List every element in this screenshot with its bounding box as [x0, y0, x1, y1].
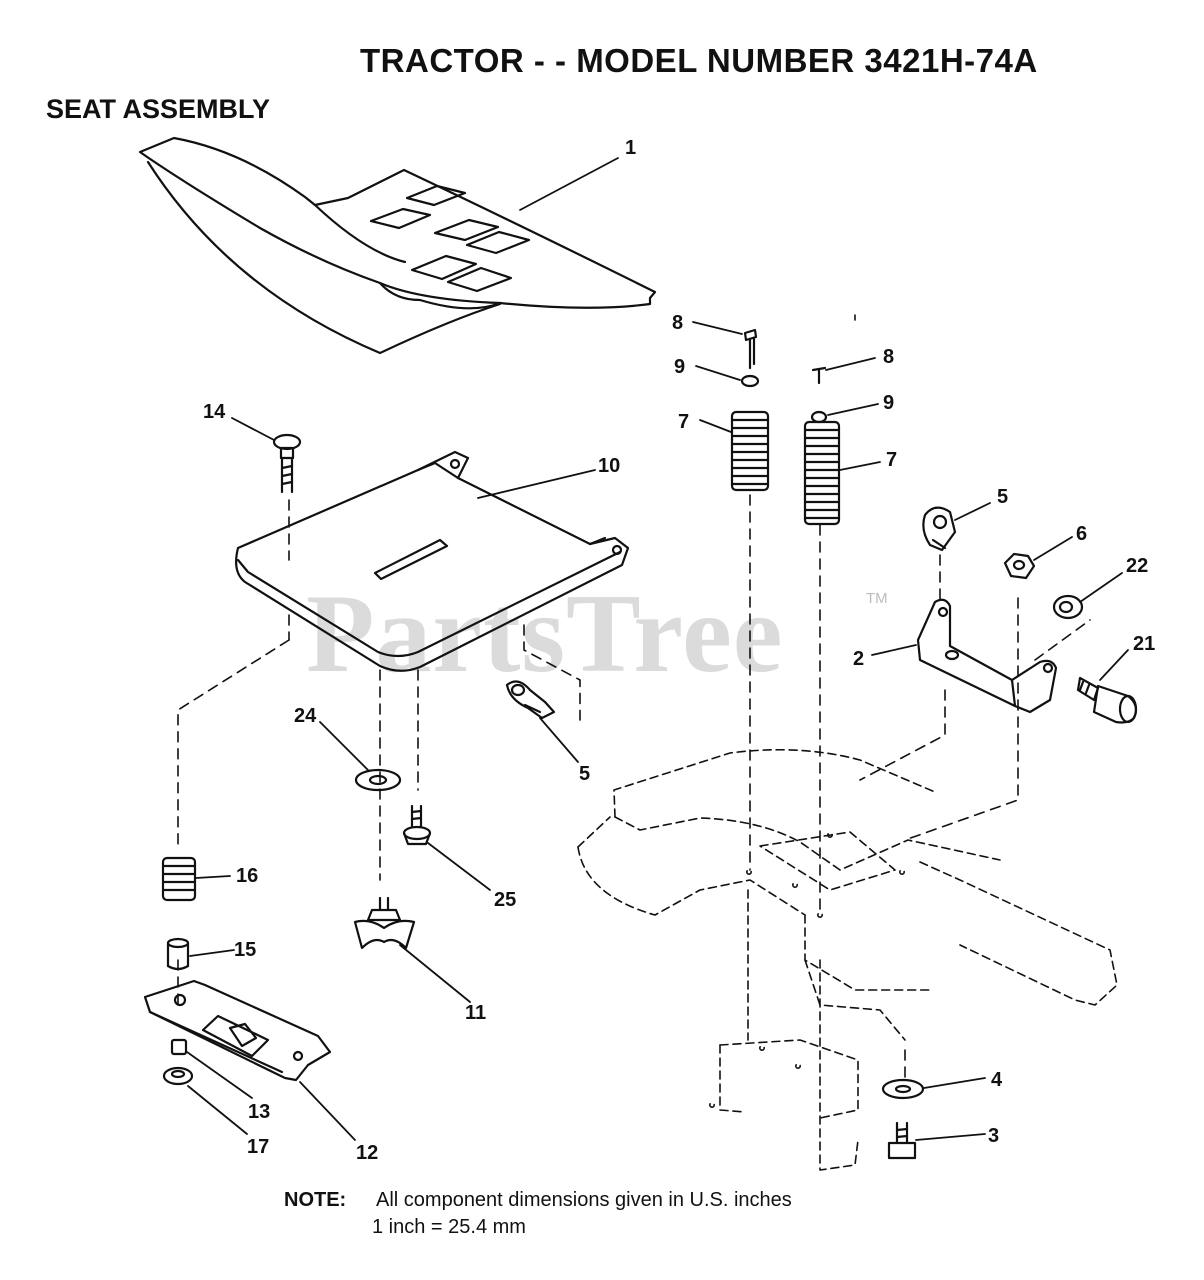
callout-2: 2	[853, 648, 864, 670]
note-label: NOTE:	[284, 1189, 347, 1211]
washer-part-4	[881, 1078, 925, 1100]
callout-11: 11	[465, 1002, 486, 1024]
callout-1: 1	[625, 137, 636, 159]
callout-5: 5	[579, 763, 590, 785]
bolt-part-25	[402, 804, 432, 846]
callout-7: 7	[886, 449, 897, 471]
nut-part-6	[1003, 552, 1036, 580]
callout-8: 8	[672, 312, 683, 334]
callout-24: 24	[294, 705, 317, 727]
diagram-title: TRACTOR - - MODEL NUMBER 3421H-74A	[360, 42, 1038, 79]
watermark: PartsTree	[306, 572, 784, 696]
washer-part-9-right	[810, 410, 828, 424]
leader-lines	[186, 157, 1129, 1141]
callout-6: 6	[1076, 523, 1087, 545]
knob-part-11	[353, 896, 416, 950]
callout-14: 14	[203, 401, 226, 423]
callout-4: 4	[991, 1069, 1003, 1091]
spring-part-16	[161, 856, 197, 902]
callout-9: 9	[674, 356, 685, 378]
callouts: 1 8 9 7 8 9 7 14 10 5 6 22 2 21 24 5 16 …	[203, 137, 1155, 1164]
note-line-1: NOTE: All component dimensions given in U…	[284, 1189, 792, 1212]
bolt-part-14	[272, 433, 302, 494]
callout-12: 12	[356, 1142, 378, 1164]
callout-3: 3	[988, 1125, 999, 1147]
spacer-part-15	[166, 937, 190, 971]
section-title: SEAT ASSEMBLY	[46, 94, 271, 124]
spring-part-7-right	[803, 420, 841, 526]
seat-pan-part-10	[235, 450, 630, 672]
nut-part-17	[162, 1066, 194, 1086]
callout-13: 13	[248, 1101, 270, 1123]
callout-15: 15	[234, 939, 256, 961]
callout-5: 5	[997, 486, 1008, 508]
callout-16: 16	[236, 865, 258, 887]
callout-25: 25	[494, 889, 516, 911]
washer-part-24	[354, 768, 402, 792]
callout-9: 9	[883, 392, 894, 414]
tractor-frame-phantom	[577, 748, 1118, 1171]
bolt-part-8-left	[743, 328, 758, 370]
watermark-tm: TM	[866, 590, 888, 607]
callout-8: 8	[883, 346, 894, 368]
slide-rail-part-12	[143, 979, 332, 1082]
spring-part-7-left	[730, 410, 770, 492]
assembly-lines	[177, 314, 1091, 1079]
bolt-part-3	[887, 1121, 917, 1160]
washer-part-9-left	[740, 374, 760, 388]
note-text-2: 1 inch = 25.4 mm	[372, 1216, 526, 1238]
note-text-1: All component dimensions given in U.S. i…	[376, 1189, 792, 1211]
callout-21: 21	[1133, 633, 1155, 655]
nut-part-13	[170, 1038, 188, 1056]
clip-part-5-lower	[505, 680, 556, 720]
callout-7: 7	[678, 411, 689, 433]
bolt-part-21	[1076, 676, 1138, 724]
bracket-part-2	[916, 598, 1058, 714]
bolt-part-8-right	[811, 366, 827, 385]
seat-part-1	[138, 136, 657, 355]
callout-22: 22	[1126, 555, 1148, 577]
clip-part-5-upper	[922, 506, 957, 552]
callout-17: 17	[247, 1136, 269, 1158]
knob-part-22	[1052, 594, 1084, 620]
callout-10: 10	[598, 455, 620, 477]
